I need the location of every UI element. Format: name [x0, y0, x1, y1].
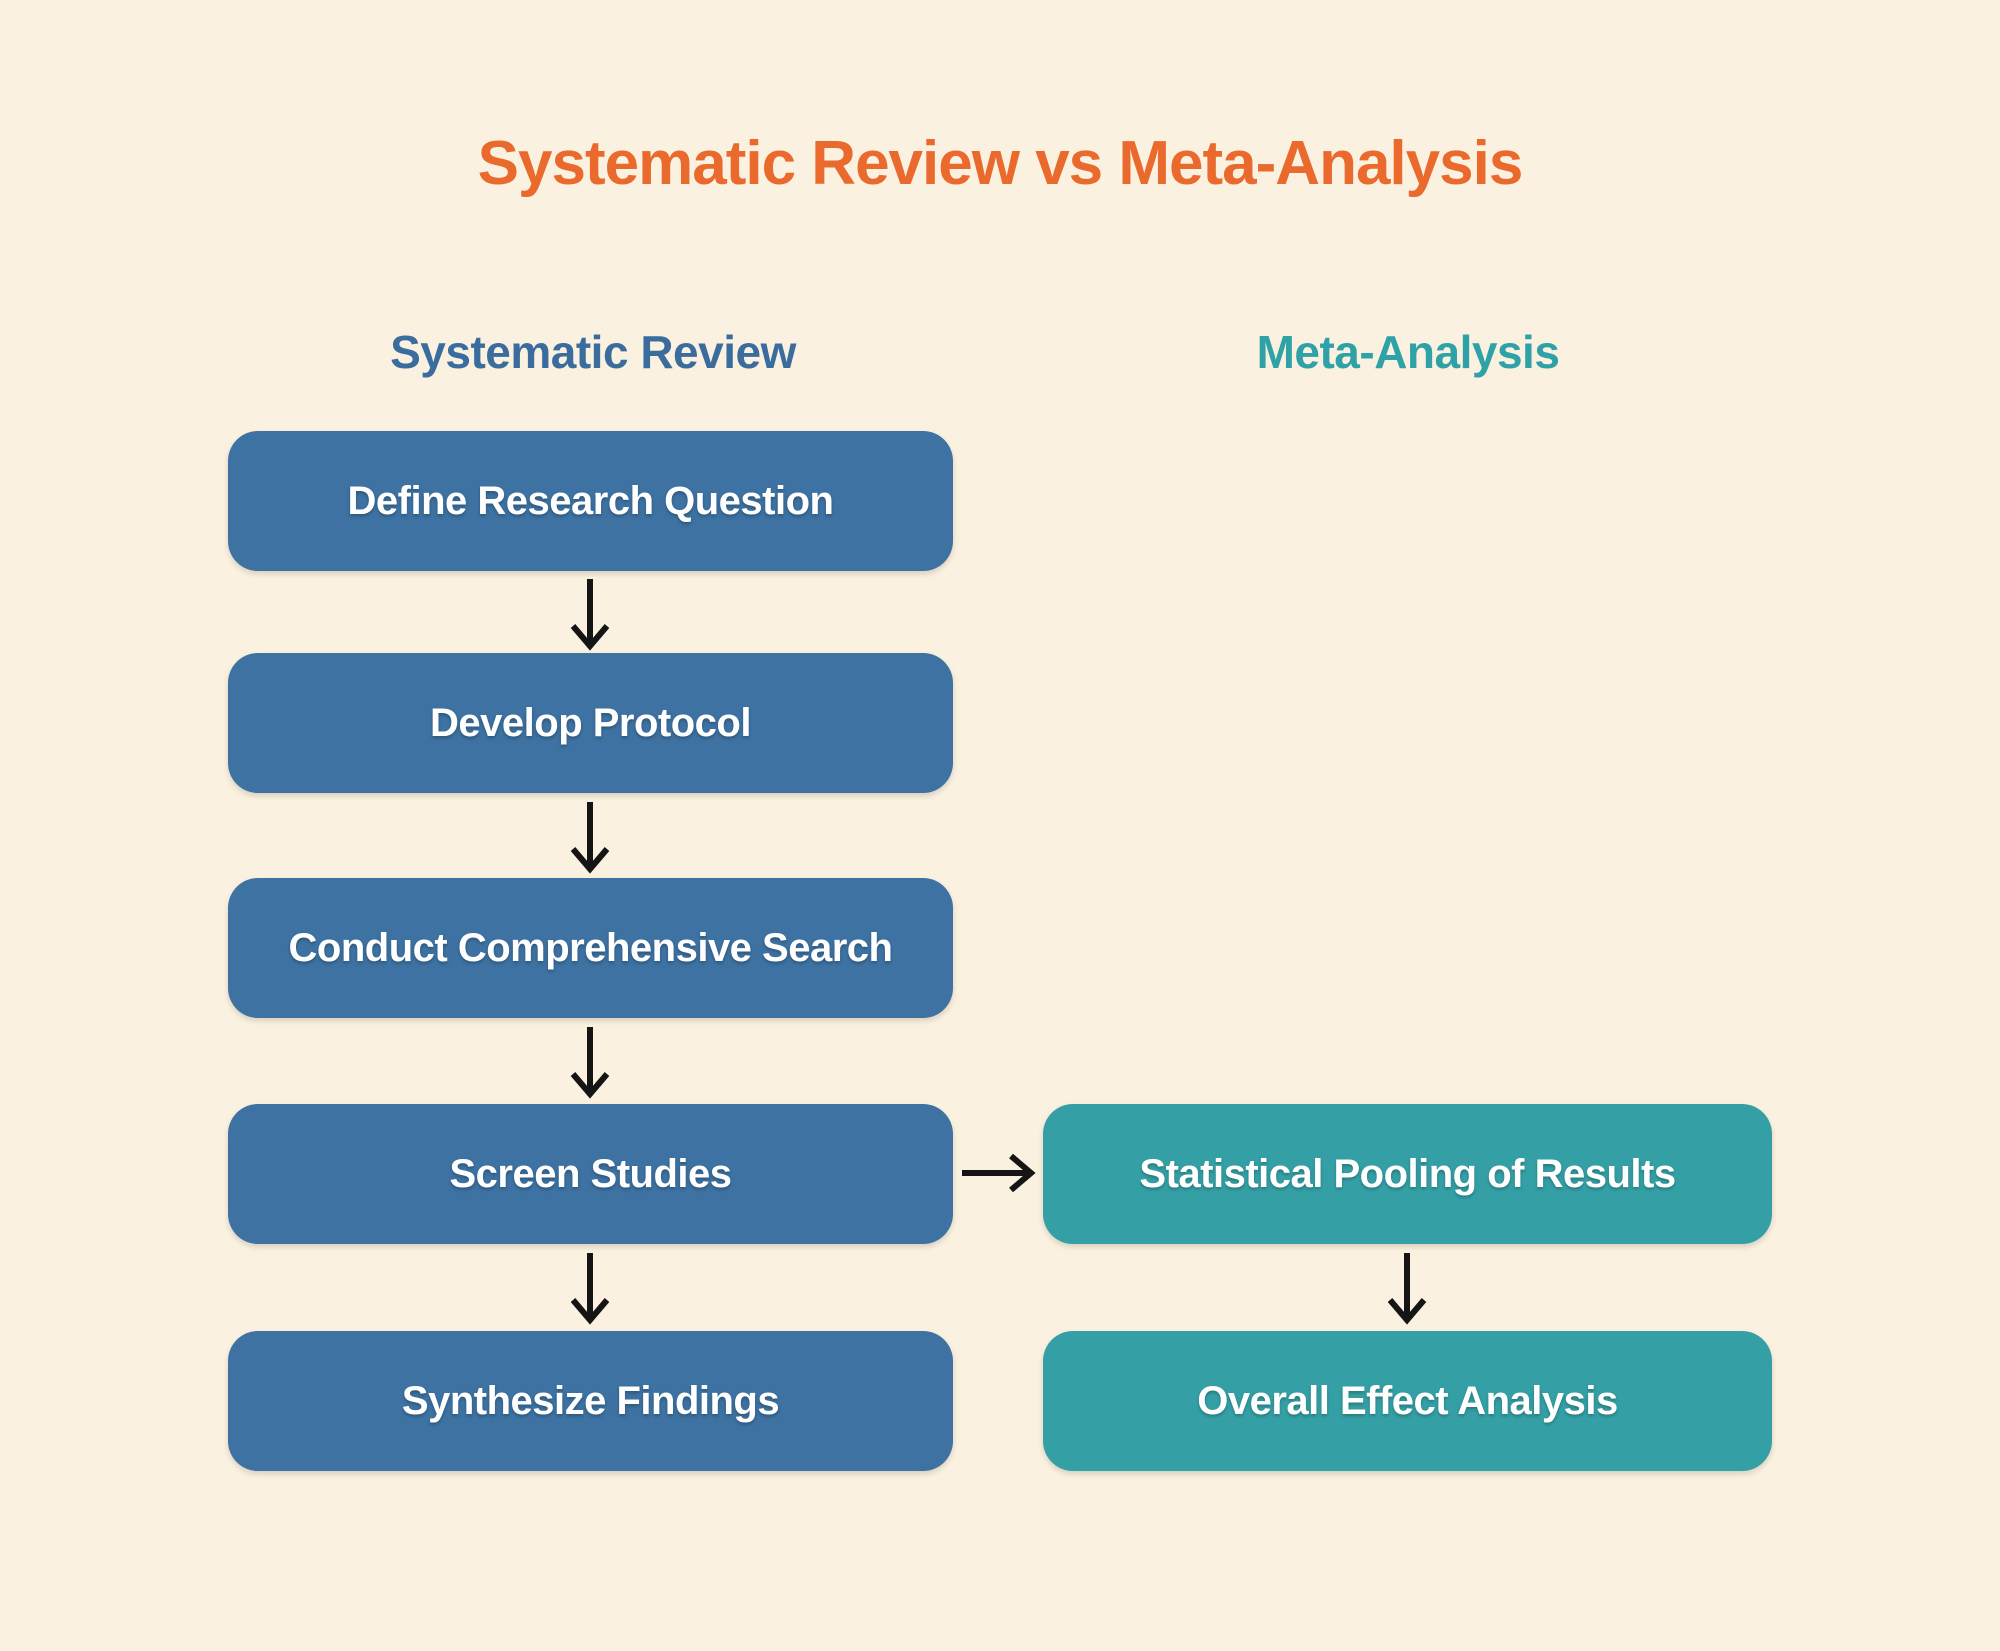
- page-title: Systematic Review vs Meta-Analysis: [477, 129, 1524, 198]
- step-box-statistical-pooling-of-results: Statistical Pooling of Results: [1043, 1104, 1772, 1244]
- down-arrow: [1385, 1251, 1429, 1325]
- step-box-define-research-question: Define Research Question: [228, 431, 953, 571]
- step-label: Overall Effect Analysis: [1197, 1378, 1618, 1423]
- column-header-systematic-review: Systematic Review: [390, 326, 796, 378]
- down-arrow: [568, 1025, 612, 1099]
- right-arrow: [960, 1151, 1036, 1195]
- step-box-synthesize-findings: Synthesize Findings: [228, 1331, 953, 1471]
- step-label: Screen Studies: [449, 1151, 732, 1196]
- down-arrow: [568, 800, 612, 874]
- step-label: Synthesize Findings: [401, 1378, 780, 1423]
- step-box-screen-studies: Screen Studies: [228, 1104, 953, 1244]
- down-arrow: [568, 577, 612, 651]
- step-box-overall-effect-analysis: Overall Effect Analysis: [1043, 1331, 1772, 1471]
- step-label: Statistical Pooling of Results: [1139, 1151, 1676, 1196]
- down-arrow: [568, 1251, 612, 1325]
- step-label: Define Research Question: [347, 478, 834, 523]
- column-header-meta-analysis: Meta-Analysis: [1256, 326, 1560, 378]
- step-box-conduct-comprehensive-search: Conduct Comprehensive Search: [228, 878, 953, 1018]
- step-label: Develop Protocol: [430, 700, 751, 745]
- step-box-develop-protocol: Develop Protocol: [228, 653, 953, 793]
- step-label: Conduct Comprehensive Search: [288, 925, 893, 970]
